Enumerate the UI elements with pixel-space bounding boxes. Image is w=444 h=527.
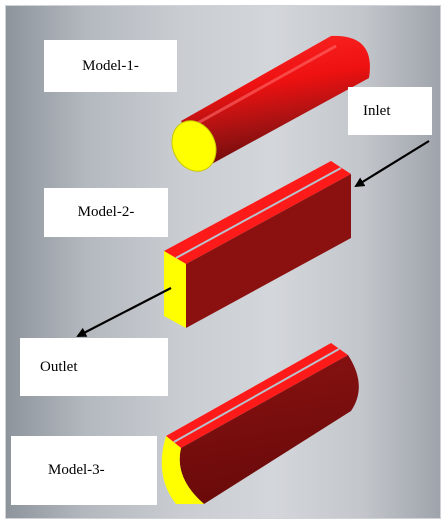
outlet-arrow bbox=[76, 287, 172, 337]
cylinder-end-face bbox=[171, 120, 217, 172]
half-duct-top-edge bbox=[173, 348, 340, 443]
cylinder-highlight bbox=[195, 44, 337, 126]
half-duct-curved-face bbox=[179, 355, 359, 504]
model-2-rectangular-duct bbox=[164, 161, 351, 328]
model-3-semicircular-duct bbox=[161, 343, 359, 504]
duct-top-edge bbox=[175, 167, 342, 259]
model-1-cylinder bbox=[171, 35, 370, 172]
model-1-label-text: Model-1- bbox=[82, 57, 139, 74]
model-3-label: Model-3- bbox=[11, 436, 157, 505]
model-2-label: Model-2- bbox=[44, 188, 168, 237]
model-2-label-text: Model-2- bbox=[77, 204, 135, 220]
outlet-label: Outlet bbox=[20, 338, 168, 396]
model-1-label: Model-1- bbox=[44, 40, 177, 92]
cylinder-body bbox=[181, 35, 370, 167]
inlet-arrow bbox=[354, 140, 430, 188]
models-illustration bbox=[76, 35, 430, 504]
inlet-label: Inlet bbox=[348, 87, 432, 135]
duct-end-face bbox=[164, 251, 186, 328]
inlet-label-text: Inlet bbox=[363, 102, 391, 119]
outlet-label-text: Outlet bbox=[40, 358, 78, 375]
model-3-label-text: Model-3- bbox=[48, 462, 105, 478]
duct-side-face bbox=[186, 174, 351, 328]
half-duct-end-face bbox=[161, 436, 204, 504]
diagram-canvas: Model-1- Inlet Model-2- Outlet Model-3- bbox=[5, 5, 441, 519]
